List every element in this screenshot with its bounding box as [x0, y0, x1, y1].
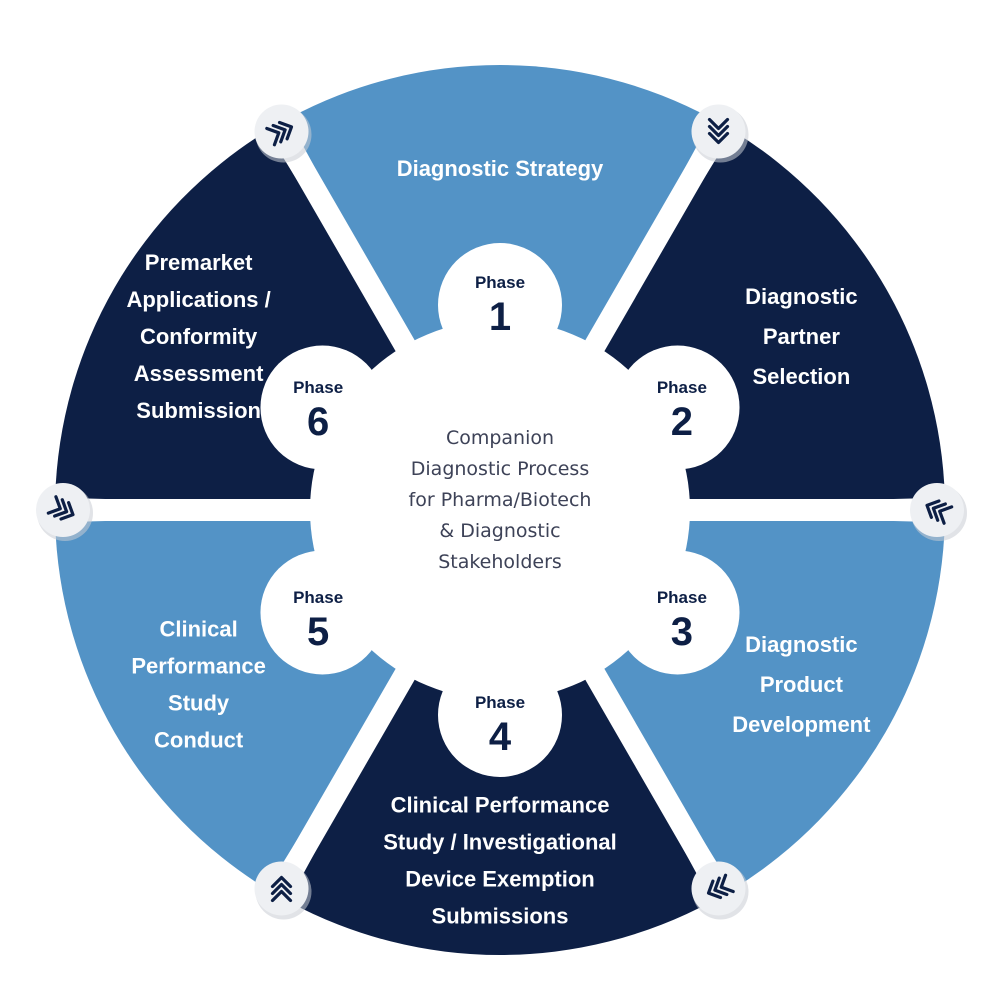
segment-text-line: Selection [752, 364, 850, 389]
segment-text-line: Premarket [145, 250, 253, 275]
segment-text-phase-1: Diagnostic Strategy [397, 156, 604, 181]
segment-text-line: Submission [136, 398, 261, 423]
badge-chevrons-right-icon [36, 483, 93, 541]
hub-bump-4 [438, 653, 562, 777]
phase-word-5: Phase [293, 588, 343, 607]
hub-bump-3 [615, 550, 740, 675]
badge-circle [254, 861, 309, 916]
segment-text-line: Diagnostic [745, 284, 857, 309]
badges [36, 104, 967, 920]
hub-bump-5 [260, 550, 385, 675]
badge-chevrons-up-icon [254, 861, 312, 920]
badge-circle [910, 483, 964, 537]
hub-circle [310, 320, 690, 700]
chevron-stroke [707, 117, 730, 131]
segment-text-line: Clinical [159, 617, 237, 642]
badge-circle [254, 104, 309, 159]
badge-circle [691, 861, 746, 916]
chevron-stroke [931, 502, 947, 522]
phase-number-4: 4 [489, 715, 512, 759]
chevrons-down-icon [707, 117, 730, 145]
segment-text-line: Diagnostic Strategy [397, 156, 604, 181]
chevron-stroke [277, 120, 294, 141]
chevron-stroke [59, 501, 75, 521]
center-text-line: Diagnostic Process [411, 458, 589, 480]
chevron-stroke [270, 889, 293, 903]
chevron-stroke [265, 126, 281, 147]
phase-word-6: Phase [293, 378, 343, 397]
segment-text-line: Performance [131, 654, 266, 679]
center-text-line: & Diagnostic [439, 520, 560, 542]
chevrons-up-icon [270, 875, 293, 903]
chevron-stroke [719, 873, 735, 894]
chevron-stroke [707, 124, 730, 138]
segment-text-line: Diagnostic [745, 632, 857, 657]
segment-text-line: Product [760, 672, 844, 697]
chevrons-left-icon [706, 873, 735, 900]
chevron-stroke [706, 879, 723, 900]
segment-text-line: Assessment [134, 361, 264, 386]
phase-word-1: Phase [475, 273, 525, 292]
segment-text-line: Study [168, 691, 230, 716]
chevrons-right-icon [265, 120, 294, 147]
badge-circle [36, 483, 90, 537]
center-text-line: Stakeholders [438, 551, 562, 573]
segment-text-line: Clinical Performance [391, 793, 610, 818]
phase-word-4: Phase [475, 693, 525, 712]
badge-chevrons-left-icon [691, 861, 749, 920]
badge-chevrons-left-icon [910, 483, 967, 541]
hub-bump-6 [260, 345, 385, 470]
segment-text-line: Conduct [154, 728, 244, 753]
chevron-stroke [938, 505, 954, 525]
phase-number-6: 6 [307, 400, 329, 444]
phase-word-2: Phase [657, 378, 707, 397]
chevron-stroke [53, 498, 69, 518]
segment-text-line: Device Exemption [405, 867, 595, 892]
segment-text-line: Partner [763, 324, 840, 349]
segment-text-line: Conformity [140, 324, 258, 349]
chevrons-right-icon [46, 495, 75, 521]
center-text-line: Companion [446, 427, 554, 449]
phase-number-2: 2 [671, 400, 693, 444]
center-text-line: for Pharma/Biotech [409, 489, 592, 511]
segment-text-line: Study / Investigational [383, 830, 616, 855]
badge-chevrons-right-icon [254, 104, 312, 163]
center-hub [260, 243, 740, 777]
chevron-stroke [270, 875, 293, 889]
chevron-stroke [713, 876, 729, 897]
badge-circle [691, 104, 746, 159]
phase-number-5: 5 [307, 610, 329, 654]
phase-number-3: 3 [671, 610, 693, 654]
hub-bump-2 [615, 345, 740, 470]
chevron-stroke [270, 882, 293, 896]
badge-chevrons-down-icon [691, 104, 749, 163]
chevron-stroke [707, 131, 730, 145]
chevron-stroke [46, 495, 62, 515]
segment-text-line: Development [732, 712, 871, 737]
chevron-stroke [925, 499, 941, 519]
chevrons-left-icon [925, 499, 954, 525]
chevron-stroke [271, 123, 287, 144]
segment-text-line: Submissions [432, 904, 569, 929]
phase-word-3: Phase [657, 588, 707, 607]
segment-text-line: Applications / [126, 287, 270, 312]
phase-number-1: 1 [489, 295, 511, 339]
hub-bump-1 [438, 243, 562, 367]
